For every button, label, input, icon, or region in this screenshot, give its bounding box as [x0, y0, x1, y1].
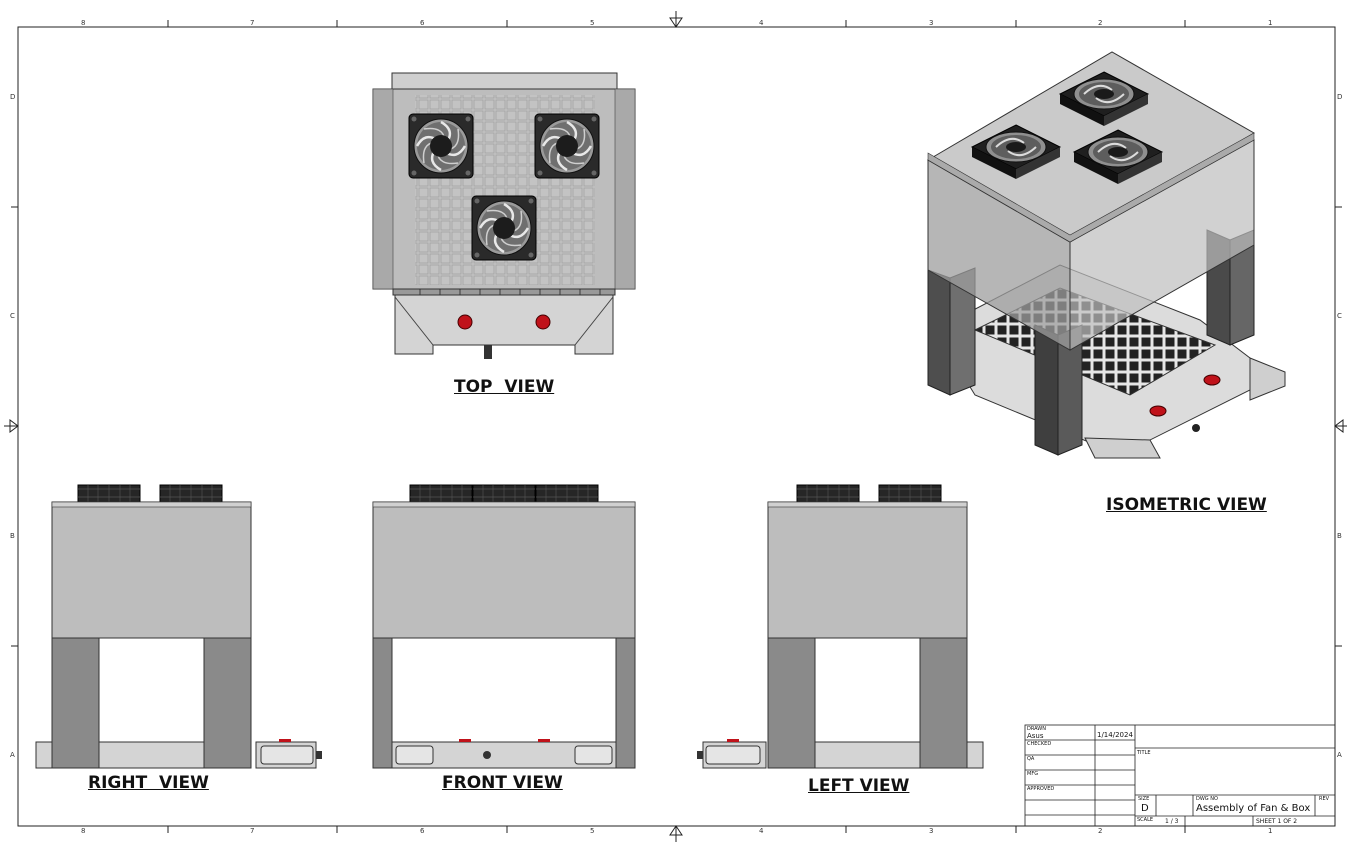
top-view-label: TOP VIEW: [454, 377, 555, 397]
zone-label-left: C: [10, 312, 15, 320]
fan-icon: [796, 484, 860, 503]
front-view-drawing: [372, 484, 636, 769]
fan-icon: [535, 484, 599, 503]
zone-label-bottom: 2: [1098, 827, 1103, 835]
fan-icon: [472, 484, 536, 503]
zone-label-right: D: [1337, 93, 1343, 101]
zone-label-right: B: [1337, 532, 1342, 540]
right-view-drawing: [35, 484, 322, 769]
fan-icon: [159, 484, 223, 503]
zone-label-top: 6: [420, 19, 425, 27]
checked-label: CHECKED: [1027, 741, 1052, 747]
scale-label: SCALE: [1137, 817, 1154, 823]
scale-value: 1 / 3: [1165, 818, 1179, 825]
size-label: SIZE: [1138, 796, 1150, 802]
zone-label-bottom: 6: [420, 827, 425, 835]
isometric-view-drawing: [927, 51, 1286, 459]
zone-label-left: B: [10, 532, 15, 540]
zone-ticks: [11, 20, 1342, 833]
zone-label-bottom: 8: [81, 827, 86, 835]
front-view-label: FRONT VIEW: [442, 773, 563, 793]
zone-label-top: 1: [1268, 19, 1273, 27]
top-view-drawing: [372, 72, 636, 359]
title-label: TITLE: [1137, 750, 1151, 756]
zone-label-right: C: [1337, 312, 1342, 320]
sheet-value: SHEET 1 OF 2: [1256, 818, 1298, 825]
right-view-label: RIGHT VIEW: [88, 773, 209, 793]
drawn-date: 1/14/2024: [1097, 731, 1133, 739]
dwg-no-label: DWG NO: [1196, 796, 1218, 802]
zone-label-left: A: [10, 751, 15, 759]
zone-label-bottom: 4: [759, 827, 764, 835]
zone-label-bottom: 5: [590, 827, 595, 835]
centering-marks: [4, 11, 1347, 842]
title-block-lines: [1024, 724, 1336, 827]
zone-label-left: D: [10, 93, 16, 101]
drawn-by: Asus: [1027, 732, 1044, 740]
fan-icon: [409, 484, 473, 503]
zone-label-top: 3: [929, 19, 934, 27]
zone-label-bottom: 7: [250, 827, 255, 835]
zone-label-right: A: [1337, 751, 1342, 759]
fan-icon: [470, 194, 538, 262]
zone-label-bottom: 3: [929, 827, 934, 835]
fan-icon: [878, 484, 942, 503]
approved-label: APPROVED: [1027, 786, 1055, 792]
fan-icon: [407, 112, 475, 180]
zone-label-top: 7: [250, 19, 255, 27]
zone-label-top: 5: [590, 19, 595, 27]
fan-icon: [77, 484, 141, 503]
qa-label: QA: [1027, 756, 1035, 762]
left-view-label: LEFT VIEW: [808, 776, 910, 796]
zone-label-top: 8: [81, 19, 86, 27]
zone-label-top: 4: [759, 19, 764, 27]
mfg-label: MFG: [1027, 771, 1039, 777]
zone-label-bottom: 1: [1268, 827, 1273, 835]
rev-label: REV: [1319, 796, 1330, 802]
isometric-view-label: ISOMETRIC VIEW: [1106, 495, 1267, 515]
left-view-drawing: [697, 484, 984, 769]
fan-icon: [533, 112, 601, 180]
drawn-label: DRAWN: [1027, 726, 1046, 732]
zone-label-top: 2: [1098, 19, 1103, 27]
size-value: D: [1141, 803, 1149, 814]
dwg-no-value: Assembly of Fan & Box: [1196, 803, 1311, 814]
